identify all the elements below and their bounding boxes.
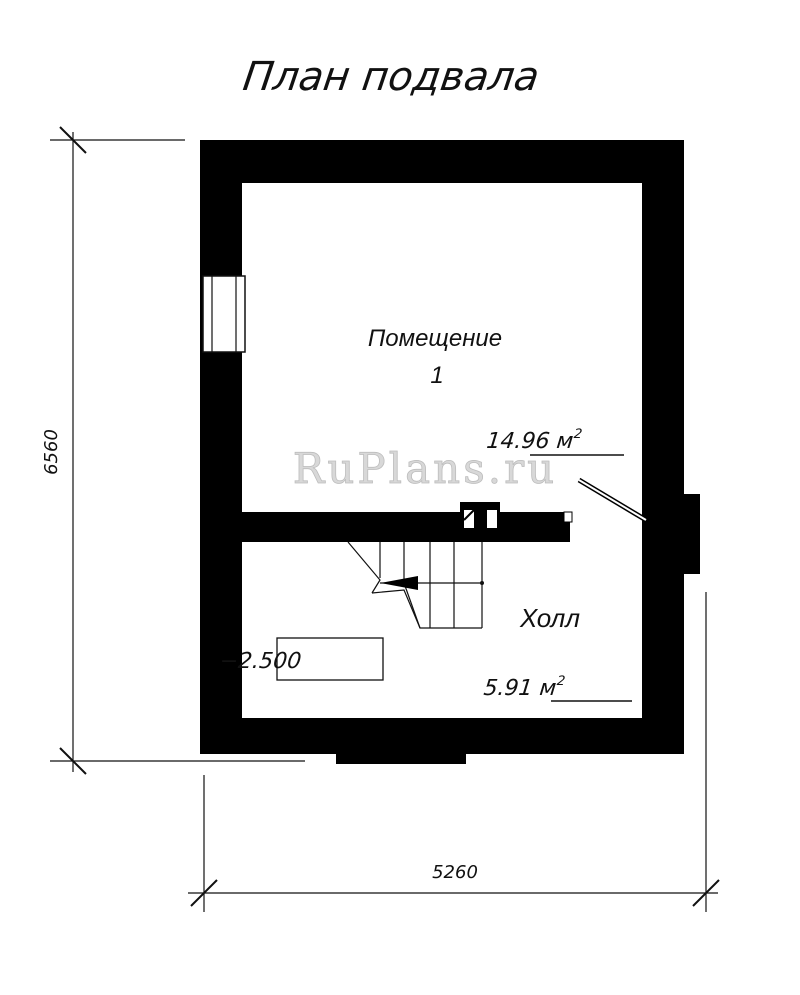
width-dimension-value: 5260 [432,862,478,883]
room-1-area: 14.96 м2 [485,427,583,454]
area-leader [577,477,648,523]
internal-wall [242,502,573,542]
watermark: RuPlans.ru [293,444,558,493]
level-mark: −2.500 [218,637,384,681]
room-1-name: Помещение [368,325,502,352]
hall-name: Холл [519,603,580,633]
level-mark-value: −2.500 [218,649,302,674]
height-dimension-value: 6560 [41,429,62,475]
window [202,275,246,353]
width-dimension [188,592,720,912]
hall-area: 5.91 м2 [482,674,566,701]
height-dimension [50,126,305,775]
plan-title: План подвала [240,54,542,100]
stairs [347,541,484,629]
room-1-number: 1 [430,362,443,389]
